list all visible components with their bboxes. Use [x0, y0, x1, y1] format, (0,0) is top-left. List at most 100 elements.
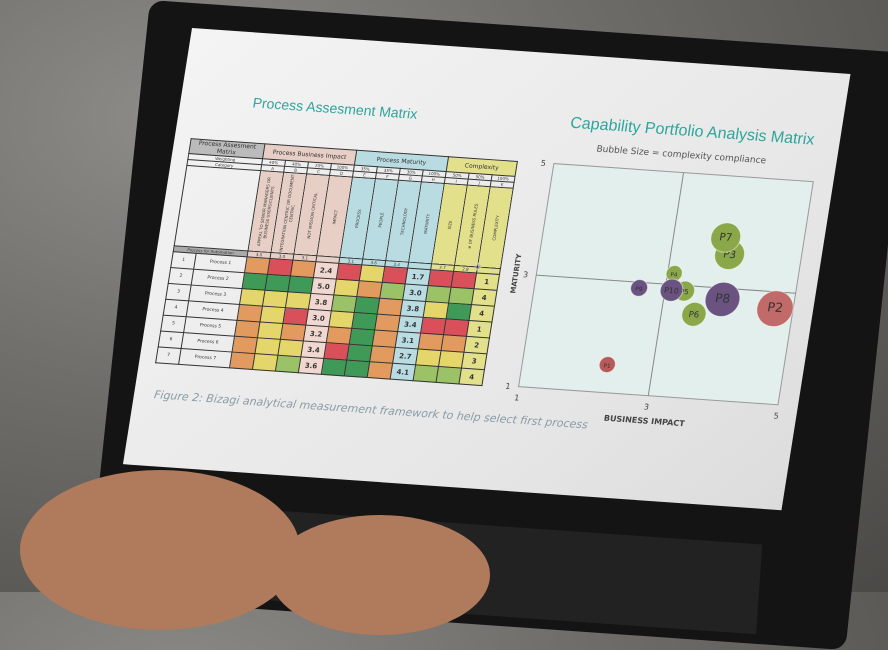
rating-cell — [354, 296, 380, 315]
rating-cell — [443, 318, 470, 337]
bubble-label: P6 — [688, 309, 700, 320]
rating-cell — [374, 314, 401, 332]
complexity-score: 2 — [463, 336, 490, 354]
left-hand — [20, 470, 300, 630]
impact-score: 2.4 — [313, 261, 339, 280]
rating-cell — [252, 353, 278, 372]
rating-cell — [267, 258, 293, 276]
rating-cell — [413, 364, 439, 383]
rating-cell — [346, 344, 373, 362]
rating-cell — [257, 321, 283, 340]
rating-cell — [331, 295, 357, 313]
x-axis-label: BUSINESS IMPACT — [603, 414, 686, 429]
process-name: Process 7 — [178, 348, 232, 368]
rating-cell — [441, 334, 467, 353]
matrix-title: Process Assesment Matrix — [251, 94, 419, 122]
rating-cell — [344, 360, 370, 378]
rating-cell — [359, 264, 385, 283]
bubble-p2 — [756, 290, 794, 328]
row-number: 4 — [163, 299, 189, 317]
bubble-p6 — [681, 301, 707, 327]
rating-cell — [382, 266, 408, 284]
bubble-p8 — [704, 281, 741, 317]
rating-cell — [336, 263, 362, 281]
complexity-score: 4 — [471, 288, 497, 307]
maturity-score: 3.1 — [395, 331, 421, 350]
x-tick-label: 3 — [643, 402, 649, 411]
rating-cell — [415, 349, 442, 367]
y-tick-label: 1 — [505, 382, 511, 391]
rating-cell — [285, 291, 311, 310]
impact-score: 3.6 — [298, 356, 324, 375]
y-axis-label: MATURITY — [508, 253, 523, 294]
bubble-label: P2 — [766, 299, 784, 315]
bubble-p7 — [710, 222, 742, 253]
rating-cell — [282, 307, 309, 326]
complexity-score: 1 — [466, 320, 492, 338]
rating-cell — [425, 285, 452, 304]
row-number: 7 — [155, 346, 182, 365]
rating-cell — [237, 304, 263, 322]
rating-cell — [436, 366, 462, 384]
rating-cell — [259, 306, 286, 324]
rating-cell — [254, 337, 281, 356]
rating-cell — [423, 301, 449, 319]
rating-cell — [326, 326, 352, 345]
blank-cell — [174, 165, 261, 251]
bubble-label: P10 — [663, 286, 679, 296]
row-number: 1 — [170, 251, 197, 270]
rating-cell — [321, 358, 347, 376]
row-number: 2 — [168, 267, 194, 286]
complexity-score: 4 — [458, 368, 485, 386]
x-tick-label: 5 — [773, 412, 779, 421]
rating-cell — [351, 312, 378, 330]
rating-cell — [369, 345, 396, 364]
rating-cell — [264, 274, 291, 292]
rating-cell — [428, 269, 454, 288]
rating-cell — [323, 342, 350, 361]
laptop-screen: Process Assesment Matrix Capability Port… — [122, 28, 851, 511]
rating-cell — [438, 350, 464, 369]
maturity-score: 3.4 — [397, 315, 424, 334]
maturity-score: 1.7 — [405, 268, 431, 286]
rating-cell — [231, 336, 258, 354]
bubble-label: P9 — [635, 287, 643, 293]
complexity-score: 4 — [469, 304, 495, 323]
rating-cell — [420, 317, 447, 335]
rating-cell — [287, 275, 314, 294]
bubble-label: P4 — [670, 272, 678, 278]
rating-cell — [448, 287, 475, 305]
row-number: 5 — [160, 315, 187, 333]
rating-cell — [333, 279, 360, 297]
bubble-p10 — [659, 278, 684, 302]
rating-cell — [280, 323, 306, 341]
y-tick-label: 5 — [540, 159, 546, 168]
bubble-p9 — [630, 279, 649, 297]
rating-cell — [244, 256, 271, 275]
maturity-score: 3.0 — [402, 283, 429, 302]
bubble-label: P5 — [679, 287, 689, 297]
rating-cell — [239, 288, 265, 307]
impact-score: 3.8 — [308, 293, 334, 311]
maturity-score: 3.8 — [400, 299, 426, 318]
rating-cell — [379, 282, 406, 300]
rating-cell — [242, 272, 268, 291]
rating-cell — [418, 333, 444, 351]
maturity-score: 2.7 — [392, 347, 419, 365]
bubble-label: P8 — [714, 291, 731, 306]
rating-cell — [275, 355, 301, 373]
impact-score: 3.2 — [303, 325, 329, 343]
row-number: 3 — [165, 283, 192, 301]
rating-cell — [234, 320, 260, 338]
impact-score: 3.0 — [305, 309, 332, 327]
x-tick-label: 1 — [514, 393, 520, 402]
rating-cell — [277, 339, 304, 357]
impact-score: 3.4 — [300, 340, 327, 359]
impact-score: 5.0 — [310, 277, 337, 296]
rating-cell — [446, 303, 472, 321]
bubble-label: P1 — [603, 363, 611, 369]
bubble-p1 — [598, 356, 616, 374]
rating-cell — [356, 280, 383, 299]
maturity-score: 4.1 — [390, 363, 416, 381]
